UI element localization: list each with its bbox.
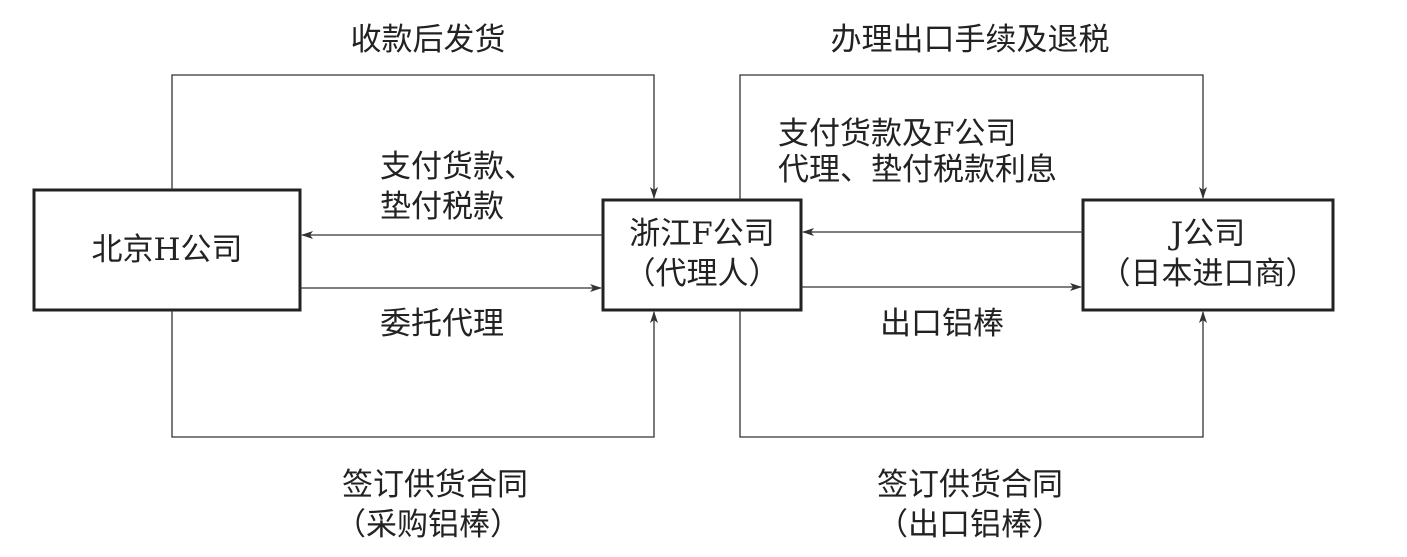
beijing-company-box (32, 188, 302, 312)
left-top-flow-label: 收款后发货 (350, 22, 506, 58)
right-contract-label-line2: （出口铝棒） (877, 507, 1063, 543)
right-export-label: 出口铝棒 (880, 306, 1004, 342)
right-bottom-loop-line (739, 310, 1207, 438)
left-payment-label-line1: 支付货款、 (380, 149, 535, 185)
left-contract-label-line2: （采购铝棒） (335, 507, 521, 543)
right-payment-label-line2: 代理、垫付税款利息 (778, 152, 1057, 188)
left-payment-label-line2: 垫付税款 (380, 189, 504, 225)
zhejiang-company-name: 浙江F公司 (629, 216, 775, 252)
right-payment-label-line1: 支付货款及F公司 (778, 116, 1017, 152)
japan-company-box (1081, 198, 1335, 312)
japan-company-role: （日本进口商） (1099, 256, 1317, 292)
zhejiang-company-role: （代理人） (624, 256, 780, 292)
left-contract-label-line1: 签订供货合同 (342, 467, 528, 503)
left-delegate-label: 委托代理 (380, 306, 504, 342)
japan-company-name: J公司 (1170, 216, 1246, 252)
left-bottom-loop-line (171, 310, 658, 438)
beijing-company-name: 北京H公司 (91, 232, 243, 268)
right-top-loop-line (739, 74, 1207, 200)
right-contract-label-line1: 签订供货合同 (877, 467, 1063, 503)
right-top-flow-label: 办理出口手续及退税 (830, 22, 1110, 58)
left-top-loop-line (171, 74, 658, 199)
zhejiang-company-box (601, 198, 803, 312)
